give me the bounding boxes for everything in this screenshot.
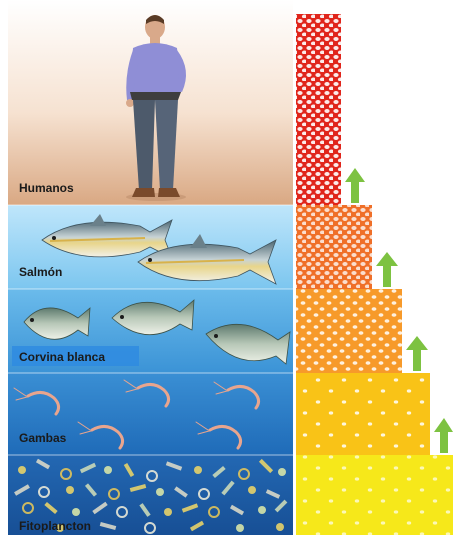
concentration-column-fitoplancton <box>296 455 453 535</box>
level-label-humanos: Humanos <box>19 181 74 195</box>
up-arrow-icon <box>406 336 428 371</box>
concentration-column-gambas <box>296 373 430 455</box>
up-arrow-icon <box>434 418 453 453</box>
concentration-column-salmon <box>296 205 372 289</box>
level-label-salmon: Salmón <box>19 265 62 279</box>
concentration-column-humanos <box>296 14 341 205</box>
level-label-gambas: Gambas <box>19 431 67 445</box>
concentration-column-corvina <box>296 289 402 373</box>
level-label-fitoplancton: Fitoplancton <box>19 519 91 533</box>
up-arrow-icon <box>376 252 398 287</box>
up-arrow-icon <box>345 168 365 203</box>
level-label-corvina: Corvina blanca <box>19 350 105 364</box>
